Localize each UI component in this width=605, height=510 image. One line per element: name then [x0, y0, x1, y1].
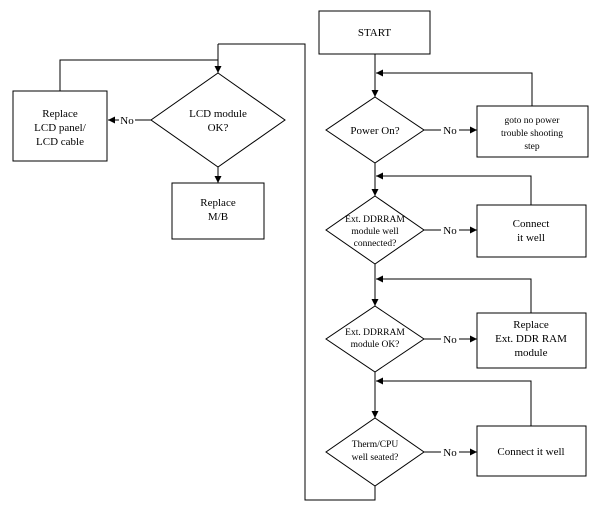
ext-ddr-conn-line3: connected? [354, 239, 397, 249]
goto-no-power-box [476, 105, 589, 158]
start-box [318, 10, 431, 55]
replace-lcd-line1: Replace [42, 108, 78, 120]
lcd-module-line2: OK? [208, 122, 229, 134]
goto-line1: goto no power [505, 116, 561, 126]
lcd-loop-back-line [59, 59, 218, 91]
lcd-module-line1: LCD module [189, 108, 247, 120]
connect-it-well-box-2 [476, 425, 587, 477]
ext-ddr-conn-line2: module well [351, 227, 399, 237]
therm-line1: Therm/CPU [352, 440, 399, 450]
power-no-label: No [443, 125, 457, 137]
replace-ddr-line3: module [515, 347, 548, 359]
replace-ddr-feedback-line [385, 278, 532, 313]
ext-ddr-ok-line2: module OK? [351, 340, 400, 350]
replace-ddr-line2: Ext. DDR RAM [495, 333, 567, 345]
replace-mb-line2: M/B [208, 211, 228, 223]
goto-line2: trouble shooting [501, 129, 563, 139]
replace-lcd-line2: LCD panel/ [34, 122, 87, 134]
connect2-feedback-line [385, 380, 532, 426]
goto-line3: step [524, 142, 540, 152]
start-label: START [358, 27, 392, 39]
ddr-ok-no-label: No [443, 334, 457, 346]
replace-ddr-line1: Replace [513, 319, 549, 331]
therm-cpu-decision [325, 417, 425, 487]
replace-mb-line1: Replace [200, 197, 236, 209]
ext-ddr-conn-line1: Ext. DDRRAM [345, 215, 405, 225]
therm-no-label: No [443, 447, 457, 459]
replace-lcd-box [12, 90, 108, 162]
replace-mb-box [171, 182, 265, 240]
ddr-conn-no-label: No [443, 225, 457, 237]
replace-lcd-line3: LCD cable [36, 136, 84, 148]
ext-ddr-ok-line1: Ext. DDRRAM [345, 328, 405, 338]
power-on-label: Power On? [350, 125, 399, 137]
connect1-line2: it well [517, 232, 545, 244]
connect-it-well-box-1 [476, 204, 587, 258]
connector-to-lcd [218, 43, 376, 501]
ext-ddr-ok-decision [325, 305, 425, 373]
goto-feedback-line [385, 72, 533, 106]
therm-line2: well seated? [352, 453, 399, 463]
connect1-feedback-line [385, 175, 532, 205]
replace-ext-ddr-box [476, 312, 587, 369]
connect2-label: Connect it well [497, 446, 564, 458]
lcd-module-decision [150, 72, 286, 168]
lcd-no-label: No [120, 115, 134, 127]
connect1-line1: Connect [513, 218, 550, 230]
